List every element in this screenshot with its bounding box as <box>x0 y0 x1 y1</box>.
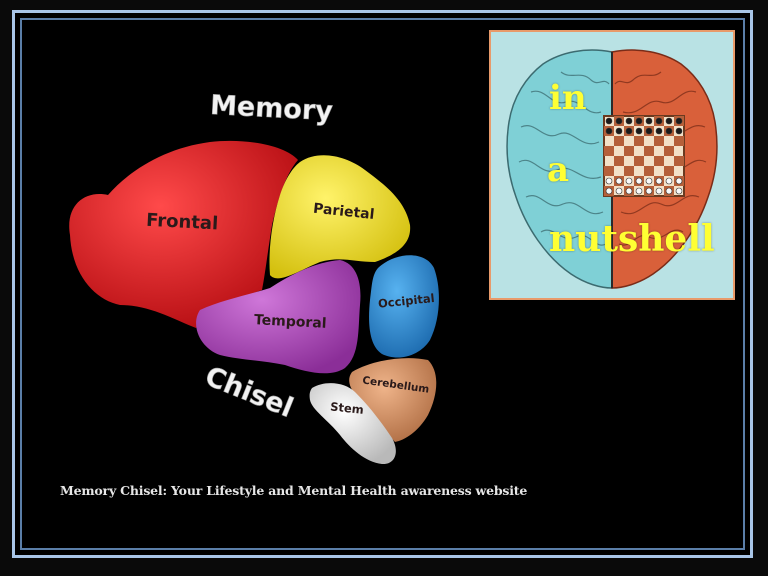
cerebellum-lobe <box>349 358 437 442</box>
chess-piece <box>625 187 633 195</box>
nutshell-word-a: a <box>547 150 570 190</box>
temporal-label: Temporal <box>254 312 327 332</box>
chess-piece <box>605 177 613 185</box>
chess-piece <box>675 127 683 135</box>
chess-piece <box>675 117 683 125</box>
chess-piece <box>655 177 663 185</box>
inner-border <box>20 18 745 550</box>
chess-piece <box>635 177 643 185</box>
chess-piece <box>665 187 673 195</box>
chessboard-square <box>644 166 654 176</box>
chess-piece <box>635 127 643 135</box>
left-gyri <box>518 71 610 246</box>
chessboard-square <box>604 146 614 156</box>
chessboard-square <box>674 156 684 166</box>
chess-piece <box>665 177 673 185</box>
parietal-label: Parietal <box>312 201 375 223</box>
chessboard-square <box>674 136 684 146</box>
chessboard-square <box>664 166 674 176</box>
nutshell-word-nutshell: nutshell <box>549 218 715 260</box>
chess-piece <box>675 177 683 185</box>
chess-piece <box>605 127 613 135</box>
chess-piece <box>635 187 643 195</box>
brain-stem <box>309 383 396 465</box>
chessboard-square <box>604 166 614 176</box>
frontal-label: Frontal <box>146 210 219 235</box>
occipital-lobe <box>369 255 439 358</box>
chess-piece <box>635 117 643 125</box>
frontal-lobe <box>69 140 298 328</box>
brain-top-view-illustration <box>506 49 718 289</box>
chess-piece <box>675 187 683 195</box>
chessboard-square <box>654 156 664 166</box>
chess-piece <box>625 127 633 135</box>
chess-piece <box>625 117 633 125</box>
logo-title-memory: Memory <box>209 90 334 127</box>
chess-piece <box>665 117 673 125</box>
chess-piece <box>665 127 673 135</box>
chessboard-square <box>614 156 624 166</box>
chessboard-square <box>654 136 664 146</box>
chess-piece <box>645 187 653 195</box>
chess-piece <box>655 117 663 125</box>
site-tagline: Memory Chisel: Your Lifestyle and Mental… <box>60 483 528 498</box>
logo-title-chisel: Chisel <box>201 361 298 424</box>
chessboard-square <box>664 146 674 156</box>
chess-piece <box>645 127 653 135</box>
chess-piece <box>655 127 663 135</box>
occipital-label: Occipital <box>377 291 435 311</box>
chessboard-square <box>624 166 634 176</box>
in-a-nutshell-panel: in a nutshell <box>489 30 735 300</box>
chess-piece <box>605 117 613 125</box>
chessboard-square <box>614 136 624 146</box>
chessboard-square <box>634 136 644 146</box>
chess-piece <box>645 177 653 185</box>
chess-piece <box>625 177 633 185</box>
parietal-lobe <box>269 155 411 279</box>
chess-piece <box>615 177 623 185</box>
chess-piece <box>605 187 613 195</box>
chess-piece <box>615 127 623 135</box>
chess-piece <box>615 117 623 125</box>
nutshell-word-in: in <box>549 78 587 118</box>
chess-piece <box>615 187 623 195</box>
chessboard-icon <box>603 115 685 197</box>
chess-piece <box>645 117 653 125</box>
chessboard-square <box>634 156 644 166</box>
stem-label: Stem <box>330 399 365 416</box>
chessboard-square <box>644 146 654 156</box>
temporal-lobe <box>196 260 361 374</box>
chessboard-square <box>624 146 634 156</box>
chess-piece <box>655 187 663 195</box>
